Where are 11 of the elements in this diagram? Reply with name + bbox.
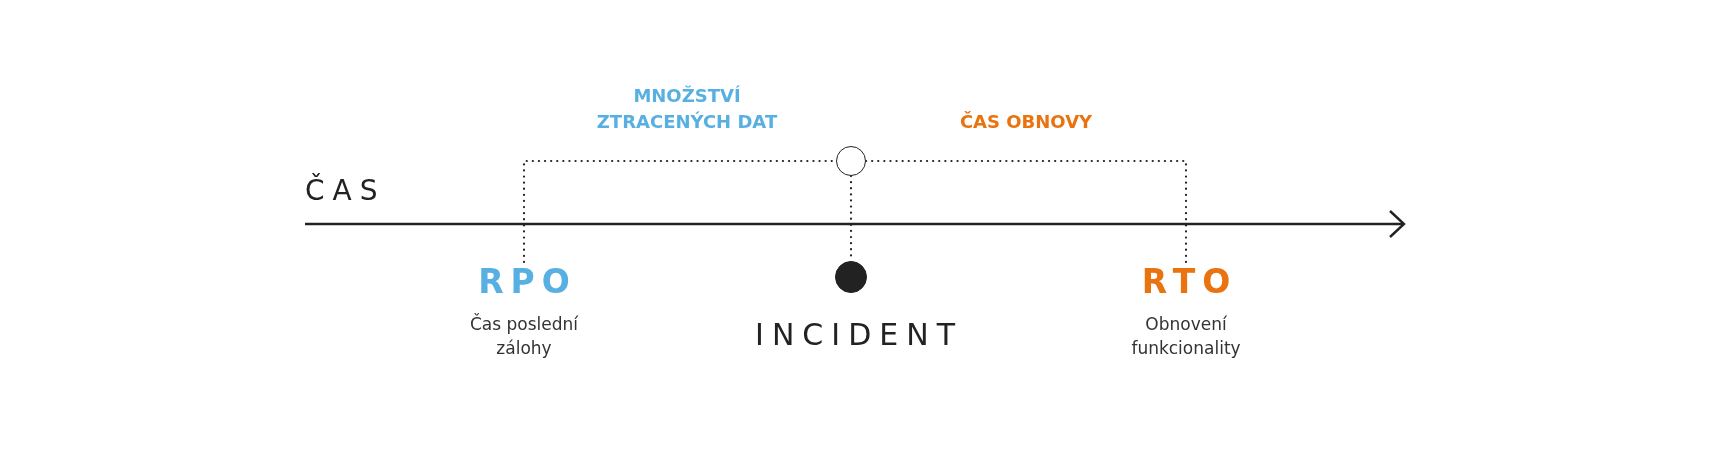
edge-label: MNOŽSTVÍ ZTRACENÝCH DAT <box>595 84 779 134</box>
metric-heading: RTO <box>1140 262 1238 302</box>
dotted-connector <box>864 159 1188 264</box>
metric-description: Čas poslední zálohy <box>468 312 580 360</box>
incident-dot <box>835 261 867 293</box>
event-circle <box>836 146 866 176</box>
metric-heading: RPO <box>477 262 577 302</box>
incident-label: INCIDENT <box>754 317 964 353</box>
metric-description: Obnovení funkcionality <box>1130 313 1242 360</box>
axis-label: ČAS <box>305 174 386 208</box>
edge-label: ČAS OBNOVY <box>958 110 1094 134</box>
